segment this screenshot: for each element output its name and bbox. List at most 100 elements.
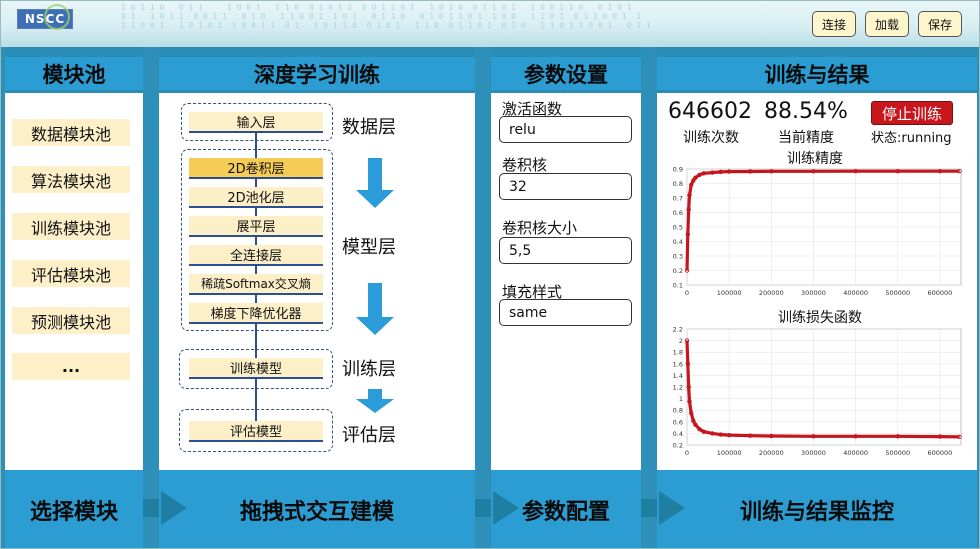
y-tick-label: 0.2 xyxy=(673,442,683,450)
series-line xyxy=(685,340,960,439)
layer-sgd-optimizer[interactable]: 梯度下降优化器 xyxy=(189,303,323,324)
data-point xyxy=(685,232,691,237)
loss-chart-title: 训练损失函数 xyxy=(778,310,862,326)
data-point xyxy=(687,399,692,404)
label-eval-layer: 评估层 xyxy=(342,425,396,446)
data-point xyxy=(691,178,696,183)
flow-arrow-2-shaft xyxy=(475,499,491,517)
connect-button[interactable]: 连接 xyxy=(812,11,857,37)
label-data-layer: 数据层 xyxy=(342,117,396,138)
down-arrow-2-shaft xyxy=(368,283,382,317)
stop-training-button[interactable]: 停止训练 xyxy=(871,101,953,125)
accuracy-value: 88.54% xyxy=(764,99,848,124)
module-pool-title: 模块池 xyxy=(5,57,143,90)
layer-dense[interactable]: 全连接层 xyxy=(189,245,323,266)
data-point xyxy=(686,207,691,212)
data-point xyxy=(697,172,702,177)
x-tick-label: 500000 xyxy=(885,449,910,457)
layer-softmax-ce[interactable]: 稀疏Softmax交叉熵 xyxy=(189,274,323,295)
y-tick-label: 2 xyxy=(679,337,683,345)
data-point xyxy=(701,429,707,434)
training-title: 深度学习训练 xyxy=(159,57,475,90)
module-training[interactable]: 训练模块池 xyxy=(12,213,130,240)
down-arrow-3-shaft xyxy=(368,389,382,401)
y-tick-label: 0.4 xyxy=(673,430,683,438)
data-point xyxy=(957,434,962,440)
flow-arrow-1-shaft xyxy=(143,499,159,517)
y-tick-label: 0.1 xyxy=(673,282,683,290)
x-tick-label: 600000 xyxy=(928,289,953,297)
group-data xyxy=(181,103,333,141)
module-prediction[interactable]: 预测模块池 xyxy=(12,307,130,334)
data-point xyxy=(684,338,690,343)
footer-monitoring: 训练与结果监控 xyxy=(657,470,977,548)
data-point xyxy=(769,169,774,174)
x-tick-label: 400000 xyxy=(843,289,868,297)
right-arrow-icon xyxy=(161,491,187,525)
param-kernels-label: 卷积核 xyxy=(502,156,548,174)
layer-pool2d[interactable]: 2D池化层 xyxy=(189,187,323,208)
y-tick-label: 0.2 xyxy=(673,267,683,275)
save-button[interactable]: 保存 xyxy=(918,11,963,37)
param-kernel-size-input[interactable]: 5,5 xyxy=(499,237,632,264)
y-tick-label: 0.6 xyxy=(673,209,683,217)
param-activation-input[interactable]: relu xyxy=(499,116,632,143)
params-title: 参数设置 xyxy=(491,57,641,90)
y-tick-label: 0.8 xyxy=(673,407,683,415)
flow-arrow-3-shaft xyxy=(641,499,657,517)
data-point xyxy=(726,432,732,438)
iterations-value: 646602 xyxy=(668,99,752,124)
data-point xyxy=(957,168,962,174)
x-tick-label: 0 xyxy=(685,289,689,297)
data-point xyxy=(710,170,715,175)
data-point xyxy=(697,427,702,432)
right-arrow-icon xyxy=(493,491,519,525)
data-point xyxy=(710,431,715,436)
layer-conv2d[interactable]: 2D卷积层 xyxy=(189,158,323,179)
decor-matrix: 1 0 1 1 0 0 1 1 1 0 0 1 1 1 0 0 1 0 1 1 … xyxy=(121,3,651,30)
x-tick-label: 300000 xyxy=(801,449,826,457)
y-tick-label: 1.2 xyxy=(673,384,683,392)
layer-train-model[interactable]: 训练模型 xyxy=(189,358,323,379)
x-tick-label: 100000 xyxy=(717,449,742,457)
load-button[interactable]: 加载 xyxy=(865,11,910,37)
params-panel xyxy=(491,93,641,470)
y-tick-label: 1 xyxy=(679,395,683,403)
x-tick-label: 100000 xyxy=(717,289,742,297)
y-tick-label: 0.8 xyxy=(673,180,683,188)
module-evaluation[interactable]: 评估模块池 xyxy=(12,260,130,287)
down-arrow-icon xyxy=(356,399,394,413)
param-kernels-input[interactable]: 32 xyxy=(499,173,632,200)
x-tick-label: 500000 xyxy=(885,289,910,297)
data-point xyxy=(895,434,900,439)
logo: NSCC xyxy=(17,4,73,30)
data-point xyxy=(718,169,723,175)
data-point xyxy=(748,433,753,438)
down-arrow-icon xyxy=(356,190,394,208)
data-point xyxy=(693,422,698,427)
module-more[interactable]: ... xyxy=(12,353,130,380)
module-algorithm[interactable]: 算法模块池 xyxy=(12,166,130,193)
y-tick-label: 0.4 xyxy=(673,238,683,246)
data-point xyxy=(685,361,691,366)
data-point xyxy=(853,434,858,439)
right-arrow-icon xyxy=(659,491,685,525)
label-model-layer: 模型层 xyxy=(342,237,396,258)
results-title: 训练与结果 xyxy=(657,57,977,90)
data-point xyxy=(687,192,692,198)
x-tick-label: 200000 xyxy=(759,449,784,457)
footer-select-modules: 选择模块 xyxy=(5,470,143,548)
param-padding-label: 填充样式 xyxy=(502,283,563,301)
down-arrow-1-shaft xyxy=(368,158,382,190)
y-tick-label: 1.4 xyxy=(673,372,683,380)
data-point xyxy=(691,418,696,423)
param-padding-input[interactable]: same xyxy=(499,299,632,326)
y-tick-label: 0.9 xyxy=(673,166,683,174)
layer-flatten[interactable]: 展平层 xyxy=(189,216,323,237)
layer-input[interactable]: 输入层 xyxy=(189,112,323,133)
module-data[interactable]: 数据模块池 xyxy=(12,119,130,146)
layer-eval-model[interactable]: 评估模型 xyxy=(189,421,323,442)
data-point xyxy=(718,432,723,437)
